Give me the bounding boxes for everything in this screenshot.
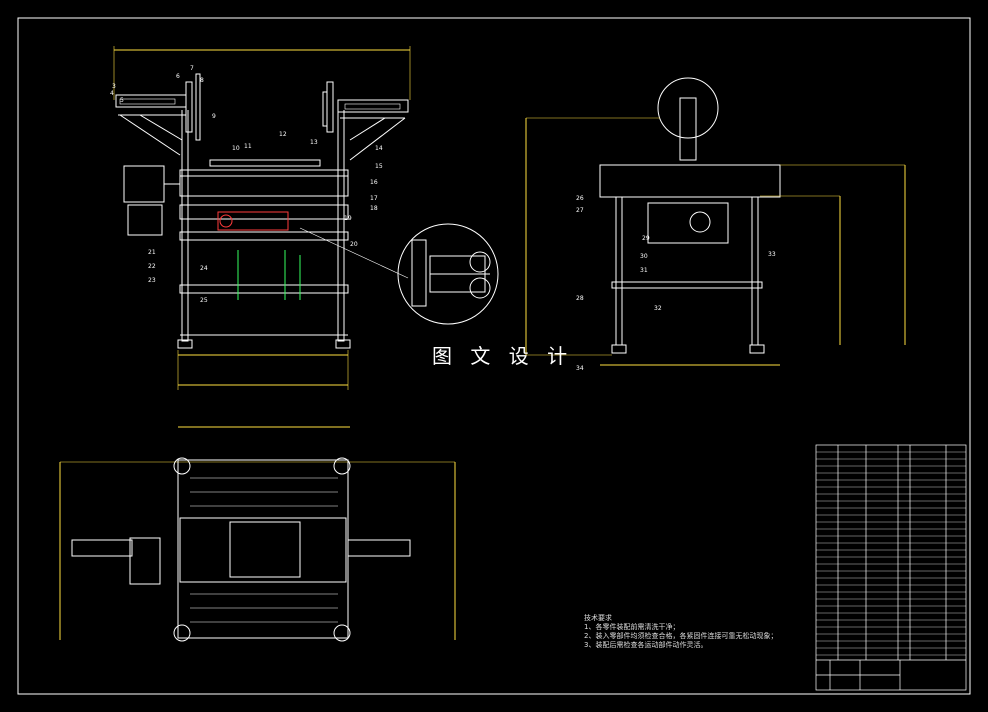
balloon-label: 16 bbox=[370, 179, 378, 186]
balloon-label: 30 bbox=[640, 253, 648, 260]
balloon-label: 33 bbox=[768, 251, 776, 258]
technical-notes: 技术要求 1、各零件装配前需清洗干净； 2、装入零部件均须检查合格，各紧固件连接… bbox=[584, 614, 777, 650]
balloon-label: 17 bbox=[370, 195, 378, 202]
balloon-label: 15 bbox=[375, 163, 383, 170]
detail-view bbox=[397, 223, 499, 325]
balloon-label: 24 bbox=[200, 265, 208, 272]
balloon-label: 3 bbox=[112, 83, 116, 90]
balloon-label: 29 bbox=[642, 235, 650, 242]
outer-border bbox=[17, 17, 971, 695]
balloon-label: 23 bbox=[148, 277, 156, 284]
balloon-label: 4 bbox=[110, 90, 114, 97]
side-view bbox=[525, 77, 906, 366]
balloon-label: 28 bbox=[576, 295, 584, 302]
tech-note-2: 2、装入零部件均须检查合格，各紧固件连接可靠无松动现象； bbox=[584, 632, 778, 640]
title-block bbox=[816, 659, 966, 690]
balloon-label: 6 bbox=[176, 73, 180, 80]
front-view bbox=[113, 46, 411, 390]
balloon-label: 25 bbox=[200, 297, 208, 304]
watermark-text: 图 文 设 计 bbox=[432, 344, 574, 368]
tech-note-1: 1、各零件装配前需清洗干净； bbox=[584, 623, 680, 631]
balloon-label: 19 bbox=[344, 215, 352, 222]
balloon-label: 21 bbox=[148, 249, 156, 256]
top-view bbox=[59, 426, 456, 642]
balloon-label: 31 bbox=[640, 267, 648, 274]
balloon-label: 27 bbox=[576, 207, 584, 214]
balloon-label: 34 bbox=[576, 365, 584, 372]
balloon-label: 32 bbox=[654, 305, 662, 312]
balloon-label: 13 bbox=[310, 139, 318, 146]
balloon-label: 11 bbox=[244, 143, 252, 150]
balloon-label: 7 bbox=[190, 65, 194, 72]
balloon-label: 14 bbox=[375, 145, 383, 152]
balloon-label: 8 bbox=[200, 77, 204, 84]
balloon-label: 5 bbox=[120, 97, 124, 104]
balloon-label: 20 bbox=[350, 241, 358, 248]
balloon-label: 18 bbox=[370, 205, 378, 212]
balloon-label: 26 bbox=[576, 195, 584, 202]
balloon-label: 10 bbox=[232, 145, 240, 152]
balloon-label: 12 bbox=[279, 131, 287, 138]
bom-table bbox=[815, 444, 967, 691]
balloon-label: 9 bbox=[212, 113, 216, 120]
tech-notes-title: 技术要求 bbox=[584, 614, 612, 622]
balloon-label: 22 bbox=[148, 263, 156, 270]
tech-note-3: 3、装配后需检查各运动部件动作灵活。 bbox=[584, 641, 708, 649]
